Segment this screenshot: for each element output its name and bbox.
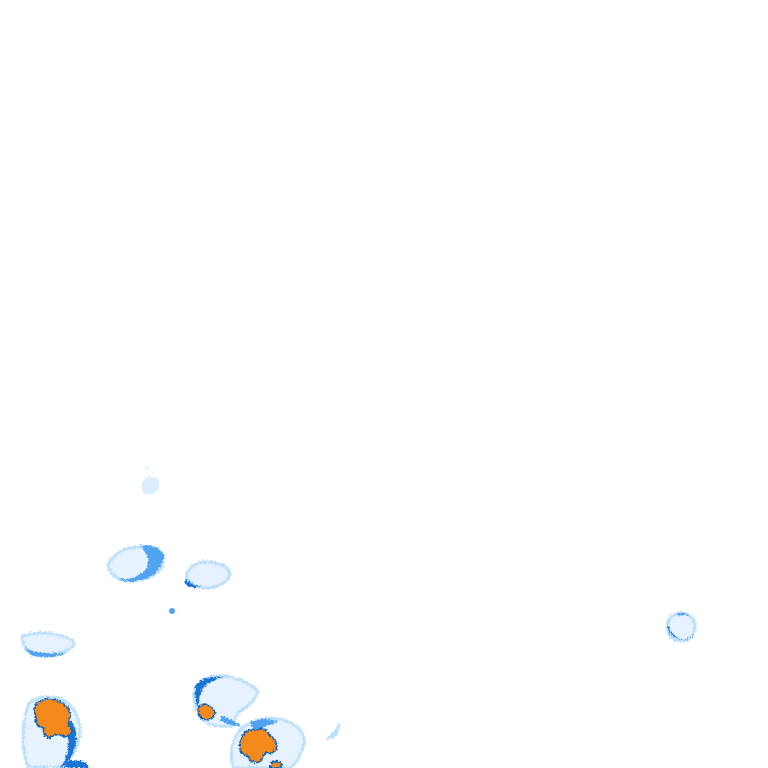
storm-core-central-south: [197, 703, 216, 721]
echo-speck: [169, 608, 175, 614]
storm-core-south: [238, 728, 283, 768]
echo-cell-central-west: [184, 560, 232, 590]
echo-cell-crescent: [106, 545, 165, 583]
echo-cell-small-north: [141, 466, 160, 495]
storm-core-southwest: [33, 698, 73, 739]
echo-cell-faint-east: [326, 722, 341, 740]
echo-cell-west-band: [20, 631, 76, 658]
echo-cell-isolated-east: [665, 611, 697, 643]
